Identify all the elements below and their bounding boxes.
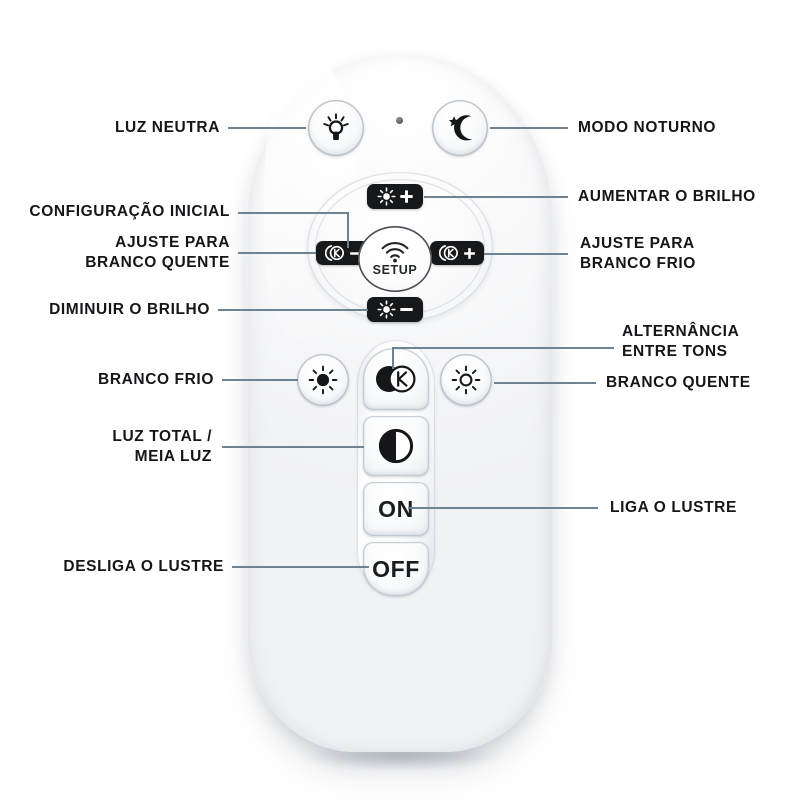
cool-white-button[interactable]	[297, 354, 349, 406]
plus-icon	[399, 190, 413, 203]
brightness-minus-button[interactable]	[367, 297, 423, 322]
callout-label-branco-frio: BRANCO FRIO	[98, 371, 214, 388]
leader-line-branco-frio	[222, 379, 298, 381]
leader-line-diminuir-brilho	[218, 309, 368, 311]
half-full-light-button[interactable]	[363, 416, 429, 476]
wifi-icon	[381, 242, 409, 263]
leader-line-configuracao-inicial	[238, 212, 348, 214]
callout-label-modo-noturno: MODO NOTURNO	[578, 119, 717, 136]
on-label: ON	[378, 495, 414, 522]
setup-label: SETUP	[372, 263, 418, 278]
callout-label-ajuste-branco-quente: AJUSTE PARA BRANCO QUENTE	[85, 234, 230, 272]
callout-label-luz-total-meia-luz: LUZ TOTAL / MEIA LUZ	[112, 428, 212, 466]
kelvin-toggle-button[interactable]	[363, 348, 429, 410]
off-label: OFF	[372, 555, 420, 582]
callout-label-alternancia-tons: ALTERNÂNCIA ENTRE TONS	[622, 323, 740, 361]
half-circle-icon	[378, 428, 414, 464]
sun-outline-icon	[451, 365, 481, 395]
brightness-plus-button[interactable]	[367, 184, 423, 209]
on-button[interactable]: ON	[363, 482, 429, 536]
kelvin-circle-icon	[438, 245, 458, 261]
callout-label-luz-neutra: LUZ NEUTRA	[114, 119, 220, 136]
callout-label-liga-lustre: LIGA O LUSTRE	[610, 499, 737, 516]
sun-plus-sun-icon	[376, 187, 396, 206]
off-button[interactable]: OFF	[363, 542, 429, 596]
minus-icon	[399, 308, 413, 311]
minus-icon	[349, 251, 361, 255]
leader-line-desliga-lustre	[232, 566, 369, 568]
moon-star-icon	[448, 115, 473, 141]
callout-label-configuracao-inicial: CONFIGURAÇÃO INICIAL	[29, 203, 230, 220]
sun-minus-sun-icon	[376, 300, 396, 319]
leader-line-luz-neutra	[228, 127, 306, 129]
leader-line-modo-noturno	[490, 127, 568, 129]
sun-filled-icon	[308, 365, 338, 395]
leader-line-alternancia-tons-drop	[392, 347, 394, 369]
warm-white-button[interactable]	[440, 354, 492, 406]
leader-line-alternancia-tons	[392, 347, 614, 349]
ir-led-dot	[396, 117, 403, 124]
callout-label-diminuir-brilho: DIMINUIR O BRILHO	[49, 301, 210, 318]
night-mode-button[interactable]	[432, 100, 488, 156]
callout-label-aumentar-brilho: AUMENTAR O BRILHO	[578, 188, 756, 205]
leader-line-aumentar-brilho	[424, 196, 568, 198]
callout-label-ajuste-branco-frio: AJUSTE PARA BRANCO FRIO	[580, 235, 696, 273]
kelvin-toggle-icon	[376, 365, 416, 393]
callout-label-desliga-lustre: DESLIGA O LUSTRE	[63, 558, 224, 575]
neutral-light-button[interactable]	[308, 100, 364, 156]
kelvin-circle-icon	[324, 245, 344, 261]
setup-button[interactable]: SETUP	[358, 226, 432, 292]
leader-line-configuracao-inicial-drop	[347, 212, 349, 248]
leader-line-ajuste-branco-quente	[238, 252, 316, 254]
cct-plus-button[interactable]	[430, 241, 484, 265]
leader-line-liga-lustre	[408, 507, 598, 509]
leader-line-branco-quente	[494, 382, 596, 384]
bulb-icon	[323, 113, 349, 140]
leader-line-luz-total	[222, 446, 364, 448]
leader-line-ajuste-branco-frio	[484, 253, 568, 255]
plus-icon	[463, 247, 475, 259]
callout-label-branco-quente: BRANCO QUENTE	[606, 374, 751, 391]
